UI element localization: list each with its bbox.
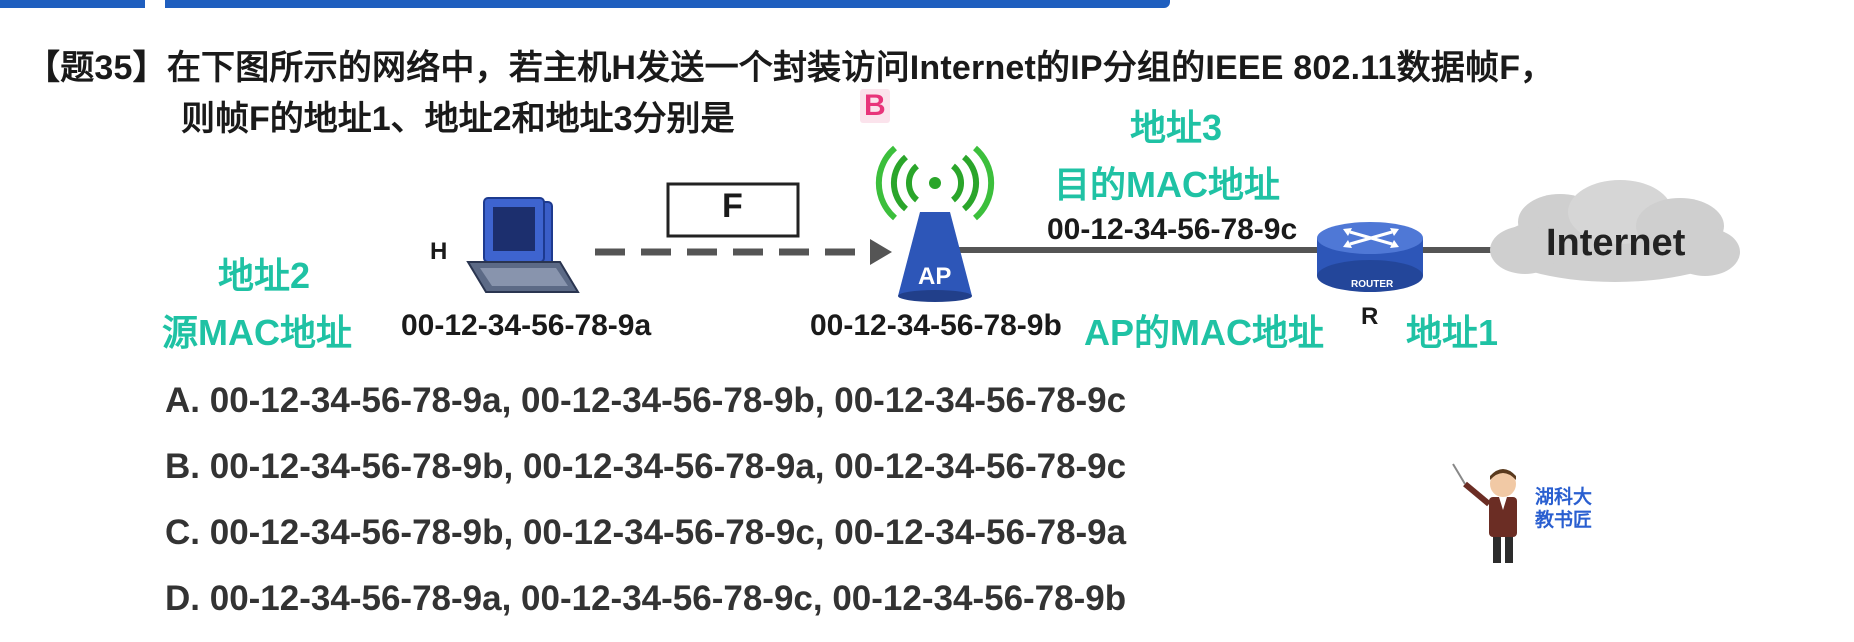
ap-label: AP xyxy=(918,263,952,290)
address2-desc: 源MAC地址 xyxy=(162,312,352,353)
router-mac-address: 00-12-34-56-78-9c xyxy=(1047,213,1298,246)
address2-title: 地址2 xyxy=(218,255,311,296)
access-point-icon xyxy=(898,212,972,302)
router-icon xyxy=(1317,222,1423,292)
question-line-2: 则帧F的地址1、地址2和地址3分别是 xyxy=(181,100,735,138)
router-device-text: ROUTER xyxy=(1351,279,1394,290)
frame-label: F xyxy=(722,187,743,225)
mascot-caption-line-2: 教书匠 xyxy=(1535,510,1593,531)
internet-label: Internet xyxy=(1546,222,1686,264)
top-accent-bar xyxy=(0,0,1854,10)
option-a[interactable]: A. 00-12-34-56-78-9a, 00-12-34-56-78-9b,… xyxy=(165,381,1127,420)
frame-box xyxy=(666,182,800,238)
wifi-signal-icon xyxy=(875,145,995,221)
address3-desc: 目的MAC地址 xyxy=(1054,164,1280,205)
option-b[interactable]: B. 00-12-34-56-78-9b, 00-12-34-56-78-9a,… xyxy=(165,447,1127,486)
host-mac-address: 00-12-34-56-78-9a xyxy=(401,309,652,342)
answer-options: A. 00-12-34-56-78-9a, 00-12-34-56-78-9b,… xyxy=(165,378,1126,642)
router-label: R xyxy=(1361,303,1379,330)
mascot-icon xyxy=(1452,463,1517,563)
option-d[interactable]: D. 00-12-34-56-78-9a, 00-12-34-56-78-9c,… xyxy=(165,579,1127,618)
option-c[interactable]: C. 00-12-34-56-78-9b, 00-12-34-56-78-9c,… xyxy=(165,513,1127,552)
mascot-caption-line-1: 湖科大 xyxy=(1535,487,1593,508)
address1-desc: AP的MAC地址 xyxy=(1084,312,1324,353)
question-line-1: 【题35】在下图所示的网络中，若主机H发送一个封装访问Internet的IP分组… xyxy=(26,49,1555,87)
frame-arrow xyxy=(595,239,892,265)
answer-badge: B xyxy=(860,89,890,123)
internet-cloud-icon xyxy=(1490,180,1740,282)
top-bar-segment-left xyxy=(0,0,145,8)
host-computer-icon xyxy=(466,197,580,293)
address3-title: 地址3 xyxy=(1130,107,1223,148)
address1-title: 地址1 xyxy=(1406,312,1499,353)
host-label: H xyxy=(430,238,448,265)
mascot-caption: 湖科大 教书匠 xyxy=(1535,486,1592,532)
top-bar-segment-right xyxy=(165,0,1170,8)
ap-mac-address: 00-12-34-56-78-9b xyxy=(810,309,1062,342)
